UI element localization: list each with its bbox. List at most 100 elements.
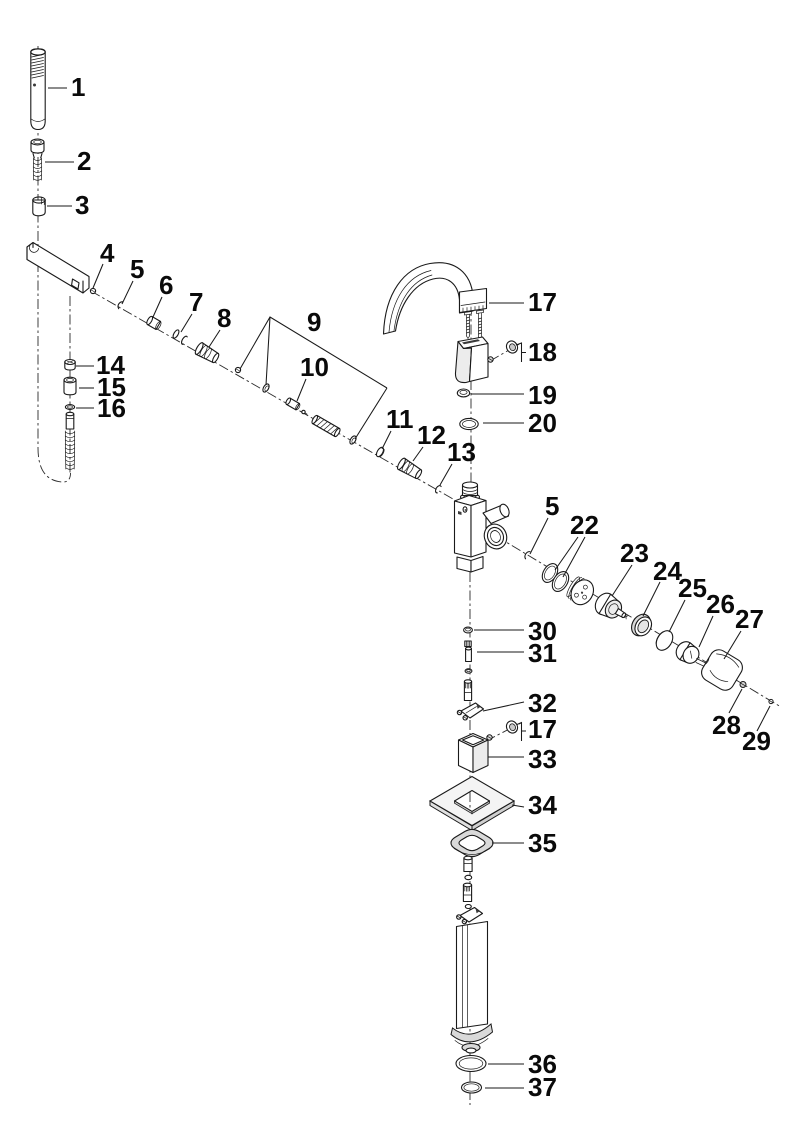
callout-6: 6	[159, 270, 173, 300]
leader-27	[723, 630, 742, 660]
sleeve-6	[146, 315, 162, 331]
leader-25	[668, 599, 686, 633]
valve-body	[453, 481, 510, 573]
connector-coil	[32, 157, 43, 181]
seal-5a	[117, 301, 124, 310]
callout-4: 4	[100, 238, 115, 268]
leader-23	[611, 564, 633, 597]
ring-30	[463, 626, 473, 634]
sleeve-15	[63, 376, 77, 396]
spout-screws	[464, 309, 484, 341]
clamp-32	[456, 702, 485, 721]
leader-22	[554, 536, 586, 578]
callout-9: 9	[307, 307, 321, 337]
callout-17a: 17	[528, 287, 557, 317]
nipple-12	[396, 457, 423, 480]
hose-coil	[64, 430, 76, 470]
spray-texture	[31, 54, 44, 79]
nut-14	[64, 358, 76, 371]
callout-36: 36	[528, 1049, 557, 1079]
leader-17b	[516, 721, 526, 741]
callout-5b: 5	[545, 491, 559, 521]
leader-10	[296, 378, 307, 402]
callout-35: 35	[528, 828, 557, 858]
leader-26	[698, 615, 714, 648]
handle-27	[701, 649, 743, 691]
washer-9a	[262, 383, 270, 393]
leader-6	[152, 296, 163, 318]
spout	[382, 262, 488, 335]
leader-13	[439, 463, 453, 486]
callout-34: 34	[528, 790, 557, 820]
callout-20: 20	[528, 408, 557, 438]
ring-31b	[464, 668, 473, 674]
callout-16: 16	[97, 393, 126, 423]
leader-5b	[529, 517, 549, 555]
leader-32	[482, 701, 525, 712]
callout-10: 10	[300, 352, 329, 382]
ring-16	[64, 404, 76, 410]
cartridge-23	[566, 576, 629, 620]
callout-19: 19	[528, 380, 557, 410]
leader-18	[515, 342, 526, 362]
knob-26	[675, 641, 712, 670]
clip-sleeve	[32, 196, 46, 217]
gasket-35	[450, 828, 494, 858]
fixing-set-18	[487, 340, 519, 363]
screw-4	[89, 287, 97, 295]
callout-28: 28	[712, 710, 741, 740]
callout-17b: 17	[528, 714, 557, 744]
callout-37: 37	[528, 1072, 557, 1102]
rod-segment	[463, 679, 473, 702]
ring-11	[375, 446, 385, 458]
clip-13	[434, 485, 442, 494]
hand-shower	[30, 48, 46, 131]
screw-28	[739, 681, 747, 688]
wall-bracket	[26, 241, 90, 294]
leader-8	[208, 329, 221, 348]
nipple-8	[194, 342, 220, 364]
callout-23: 23	[620, 538, 649, 568]
callout-labels: 1 2 3 4 5 6 7 8 9 10 11 12 13 14 15 16 1…	[71, 72, 771, 1102]
leader-lines	[45, 87, 771, 1089]
callout-8: 8	[217, 303, 231, 333]
leader-24	[642, 581, 661, 617]
oring-20	[459, 417, 479, 431]
callout-18: 18	[528, 337, 557, 367]
callout-1: 1	[71, 72, 85, 102]
callout-31: 31	[528, 638, 557, 668]
oring-36	[455, 1054, 487, 1073]
ring-19	[456, 388, 471, 398]
callout-25: 25	[678, 573, 707, 603]
callout-22: 22	[570, 510, 599, 540]
callout-13: 13	[447, 437, 476, 467]
callout-15: 15	[97, 372, 126, 402]
callout-26: 26	[706, 589, 735, 619]
callout-33: 33	[528, 744, 557, 774]
callout-2: 2	[77, 146, 91, 176]
sleeve-33	[457, 732, 489, 774]
leader-4	[92, 263, 104, 289]
screw-9a	[234, 366, 242, 374]
callout-24: 24	[653, 556, 682, 586]
callout-14: 14	[96, 350, 125, 380]
callout-12: 12	[417, 420, 446, 450]
base-plate-34	[428, 775, 516, 832]
oring-25	[655, 630, 674, 651]
callout-30: 30	[528, 616, 557, 646]
hose-end-spring	[64, 411, 76, 470]
washer-9b	[349, 435, 357, 445]
seal-5b	[524, 551, 531, 560]
leader-29	[756, 705, 771, 732]
riser-rod	[456, 855, 484, 925]
piston-10	[285, 397, 308, 415]
leader-7	[180, 313, 193, 333]
callout-27: 27	[735, 604, 764, 634]
rings-7	[172, 329, 188, 345]
orings-22	[541, 563, 570, 592]
screw-29	[768, 698, 774, 705]
spring-9	[311, 414, 341, 438]
ring-24	[631, 613, 653, 637]
